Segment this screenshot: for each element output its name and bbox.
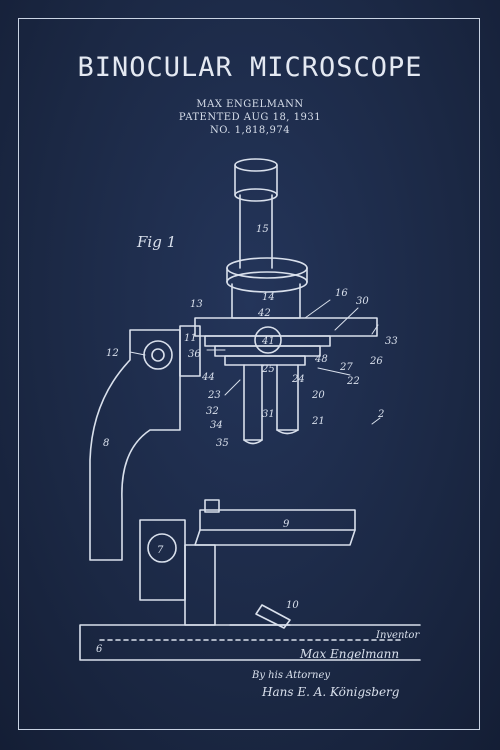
ref-6: 6	[96, 644, 103, 655]
attorney-signature: Hans E. A. Königsberg	[261, 685, 400, 699]
ref-20: 20	[311, 390, 325, 401]
ref-31: 31	[262, 409, 275, 420]
ref-9: 9	[283, 519, 290, 530]
reference-number-group: 15 14 16 30 42 13 11 12 36 33 41 26 27 4…	[96, 224, 398, 655]
upper-arm	[194, 317, 378, 337]
ref-42: 42	[257, 308, 271, 319]
eyepiece-cap	[234, 158, 278, 172]
ref-8: 8	[103, 438, 109, 449]
ref-21: 21	[311, 416, 325, 427]
prism-circle	[254, 326, 282, 354]
ref-26: 26	[369, 356, 383, 367]
ref-13: 13	[190, 299, 203, 310]
ref-35: 35	[216, 438, 229, 449]
ref-33: 33	[385, 336, 398, 347]
pillar-arm	[89, 329, 181, 561]
ref-25: 25	[261, 364, 275, 375]
eyepiece-tube	[239, 194, 273, 269]
ref-16: 16	[335, 288, 348, 299]
ref-24: 24	[291, 374, 305, 385]
ref-44: 44	[201, 372, 215, 383]
ref-14: 14	[262, 292, 275, 303]
ref-48: 48	[314, 354, 328, 365]
inventor-label: Inventor	[375, 630, 420, 641]
figure-label: Fig 1	[136, 233, 176, 251]
inventor-name: MAX ENGELMANN	[196, 99, 304, 110]
fine-focus-knob	[147, 533, 177, 563]
mirror	[255, 604, 291, 629]
ref-15: 15	[256, 224, 269, 235]
coarse-focus-knob	[143, 340, 173, 370]
ref-32: 32	[206, 406, 219, 417]
ref-10: 10	[286, 600, 299, 611]
ref-41: 41	[261, 336, 275, 347]
base	[79, 624, 421, 661]
stage	[199, 509, 356, 531]
poster-title: BINOCULAR MICROSCOPE	[77, 52, 423, 83]
ref-27: 27	[339, 362, 353, 373]
patent-date: PATENTED AUG 18, 1931	[178, 112, 322, 123]
ref-30: 30	[356, 296, 369, 307]
patent-number: NO. 1,818,974	[209, 125, 291, 136]
ref-36-left: 36	[188, 349, 201, 360]
ref-23: 23	[207, 390, 221, 401]
ref-22: 22	[346, 376, 360, 387]
ref-34: 34	[210, 420, 223, 431]
ref-7: 7	[157, 545, 164, 556]
objective-right	[276, 364, 299, 431]
poster-border	[18, 18, 480, 730]
ref-2: 2	[377, 409, 384, 420]
ref-12: 12	[106, 348, 119, 359]
ref-11: 11	[184, 333, 197, 344]
inventor-signature: Max Engelmann	[299, 647, 399, 661]
attorney-label: By his Attorney	[251, 670, 330, 681]
objective-left	[243, 364, 263, 441]
